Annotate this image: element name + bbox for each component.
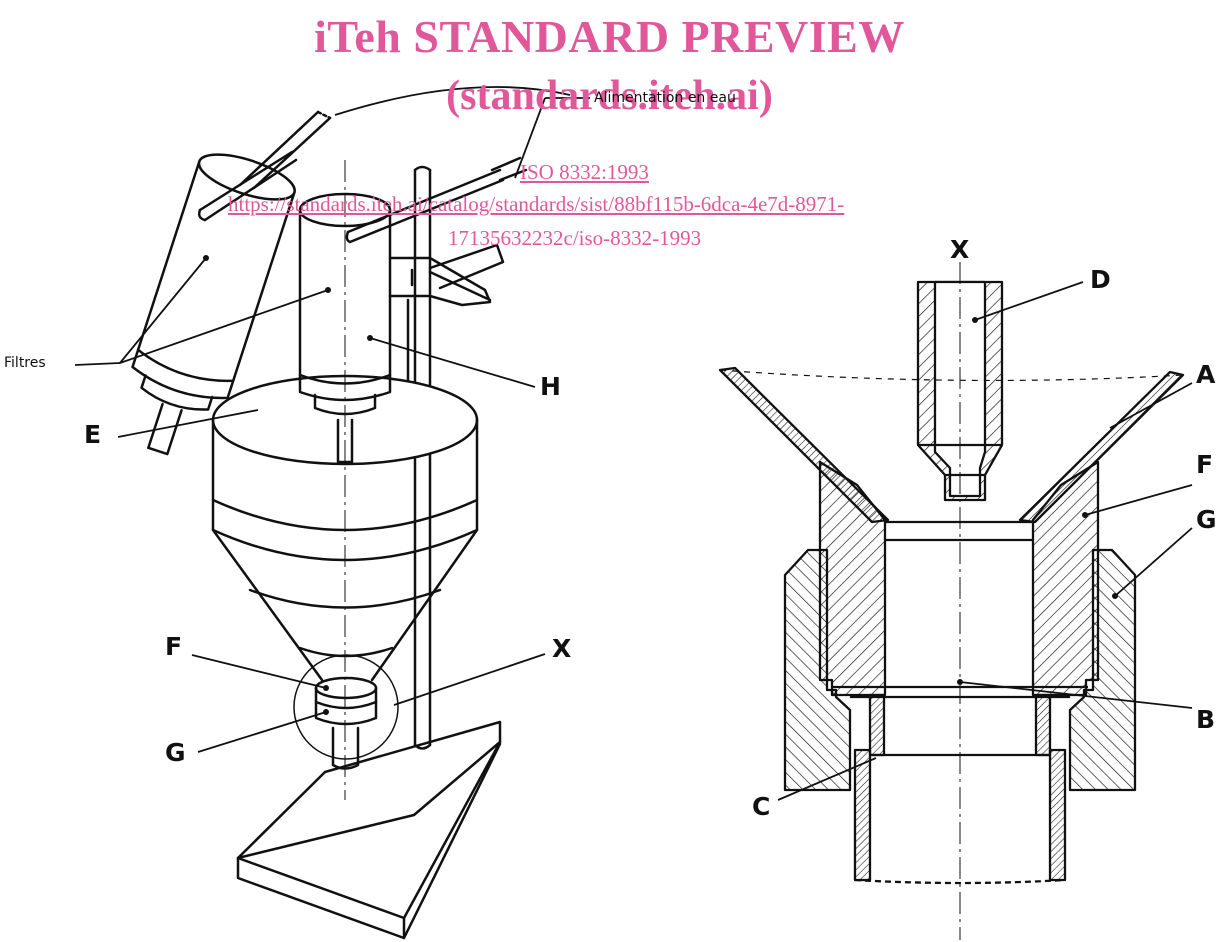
label-H: H (540, 372, 561, 401)
left-leader-dots (203, 255, 373, 715)
right-leader-dots (957, 317, 1118, 685)
label-D: D (1090, 265, 1111, 294)
catalog-url-line1[interactable]: https://standards.iteh.ai/catalog/standa… (228, 192, 845, 216)
catalog-url-line2[interactable]: 17135632232c/iso-8332-1993 (448, 226, 702, 250)
filters-label: Filtres (4, 355, 46, 371)
label-G-right: G (1196, 505, 1217, 534)
left-apparatus (131, 110, 528, 940)
label-X-left: X (552, 634, 572, 663)
detail-title-X: X (950, 235, 970, 264)
label-F-left: F (165, 632, 183, 661)
right-detail (718, 280, 1185, 885)
right-leaders (777, 281, 1193, 801)
standard-number-link[interactable]: ISO 8332:1993 (520, 160, 649, 184)
label-B: B (1196, 705, 1216, 734)
label-F-right: F (1196, 450, 1214, 479)
left-leaders (74, 86, 590, 753)
label-E: E (84, 420, 102, 449)
water-supply-label: Alimentation en eau (594, 90, 736, 106)
label-A: A (1196, 360, 1216, 389)
label-C: C (752, 792, 771, 821)
watermark-subtitle: (standards.iteh.ai) (446, 73, 773, 119)
watermark-title: iTeh STANDARD PREVIEW (314, 11, 905, 62)
label-G-left: G (165, 738, 186, 767)
